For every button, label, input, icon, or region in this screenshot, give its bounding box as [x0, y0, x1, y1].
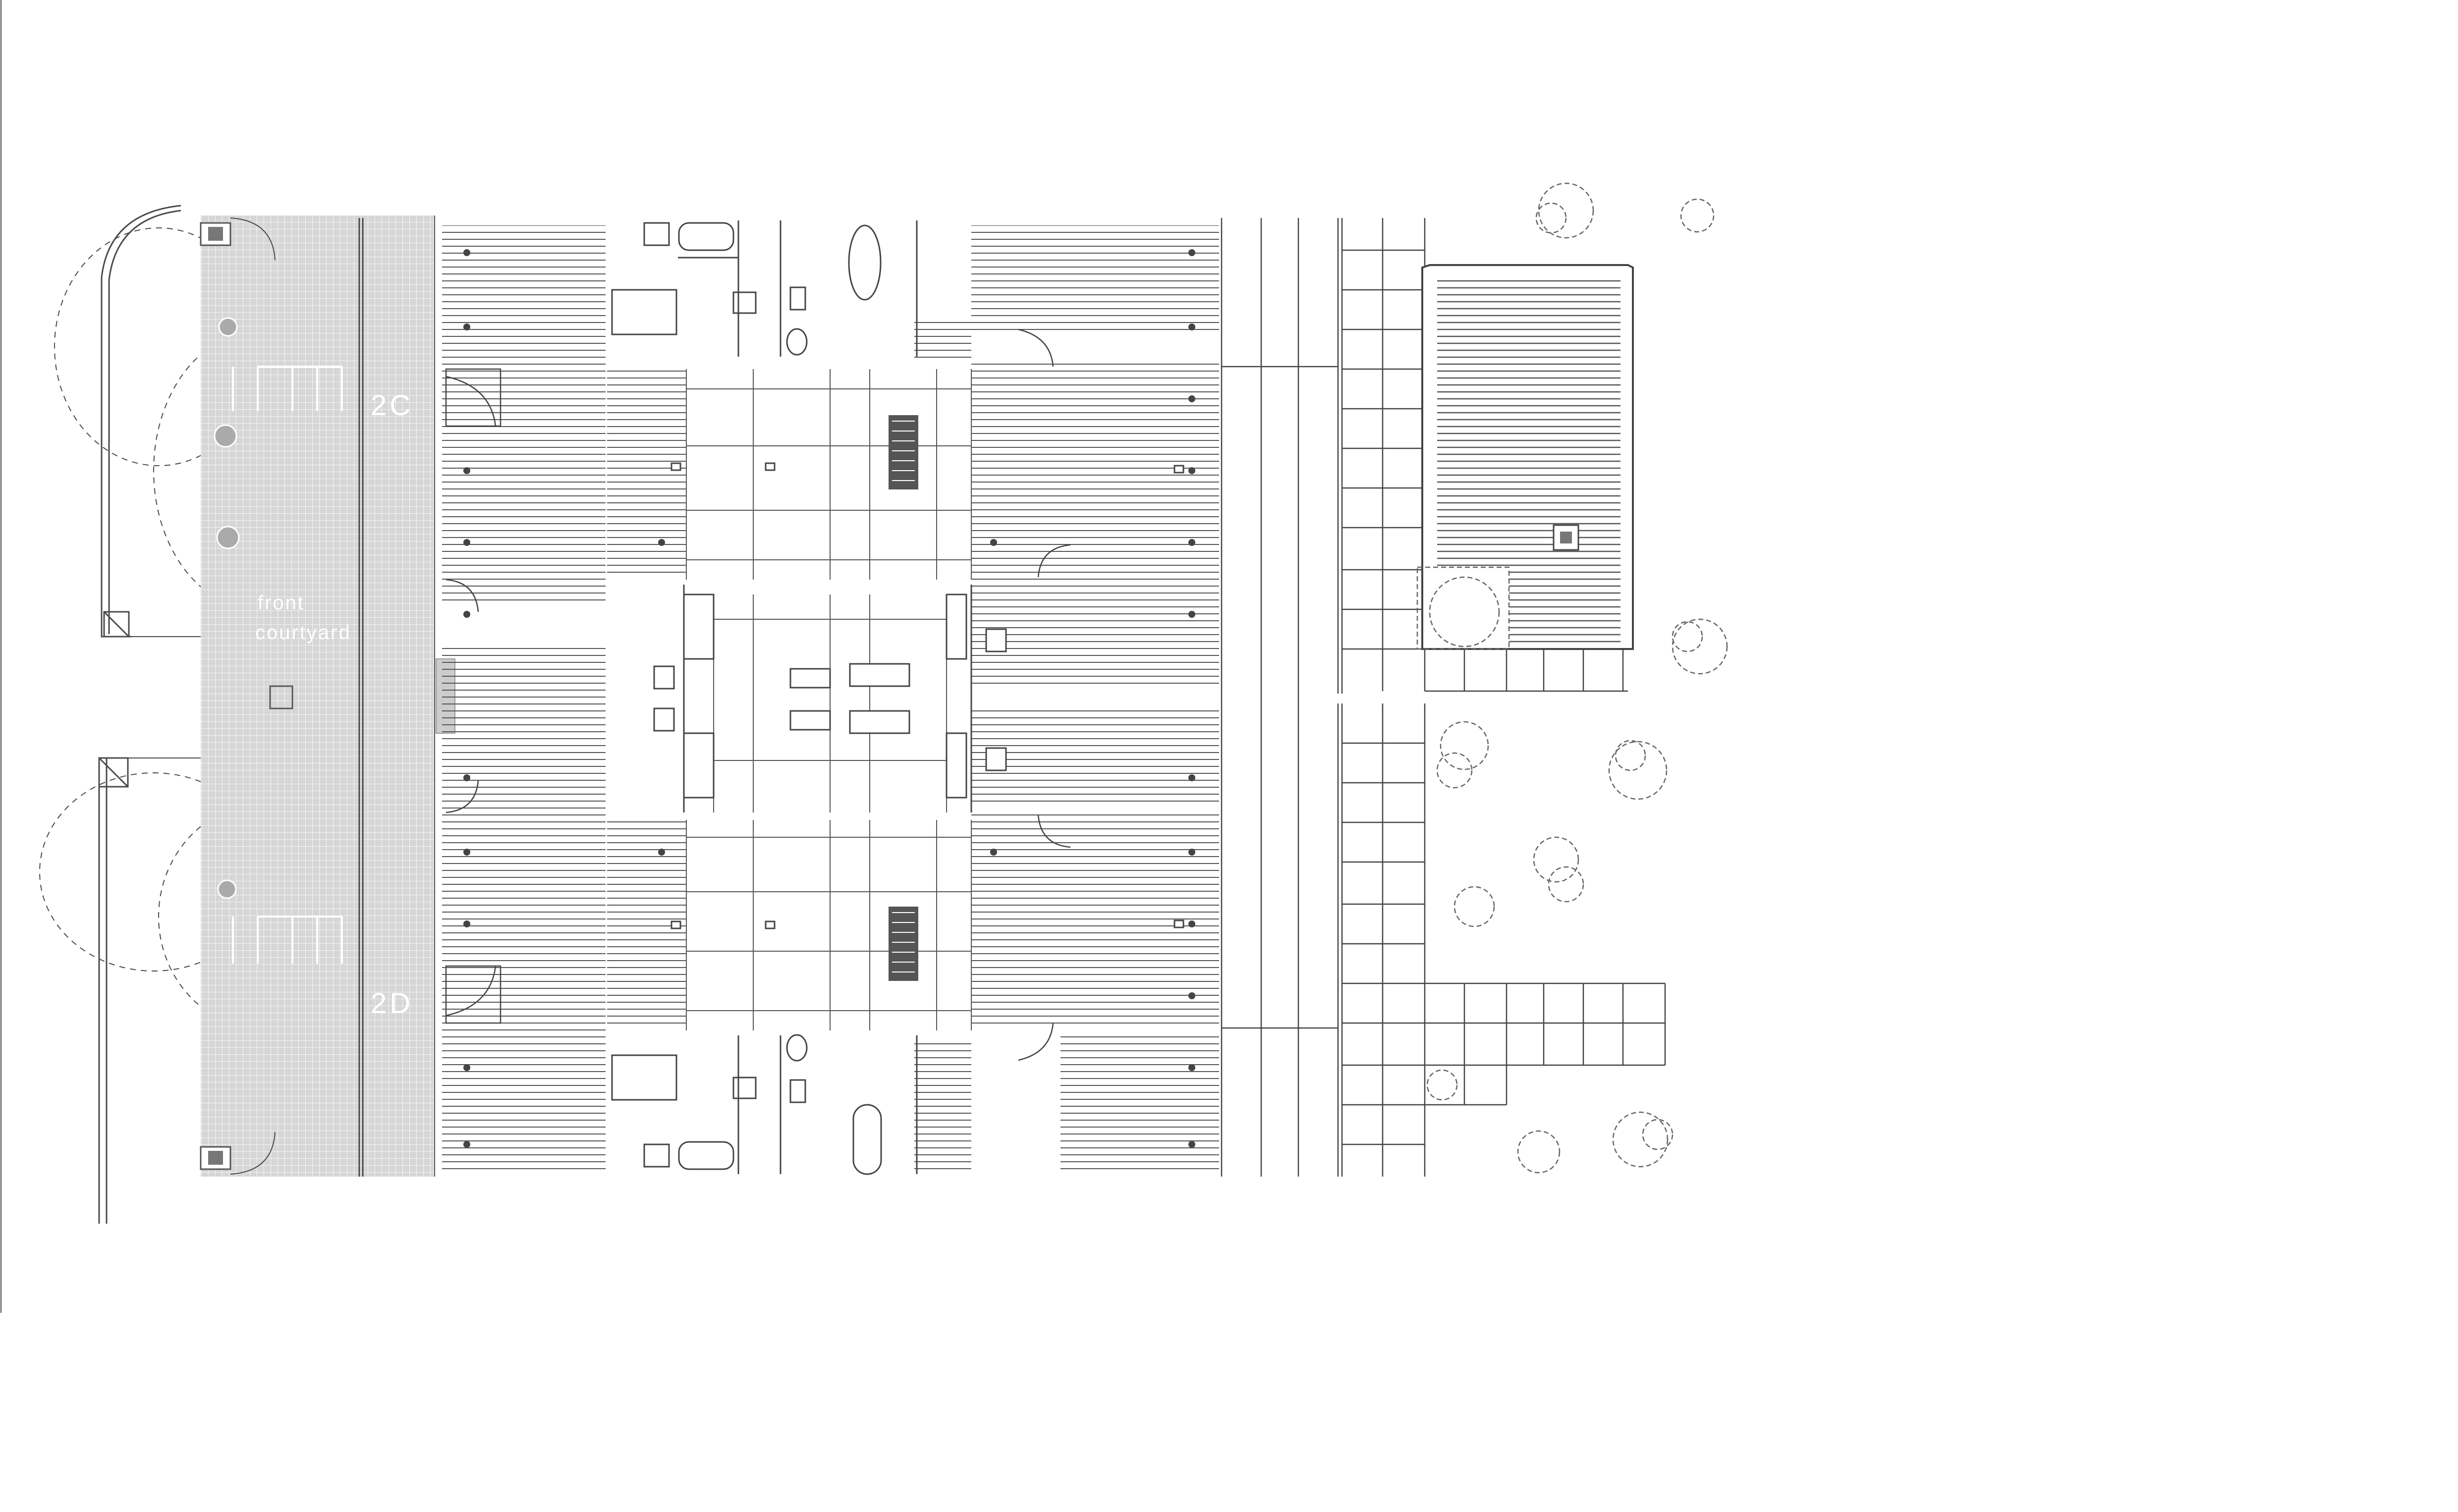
bathroom-upper	[611, 220, 918, 357]
central-grid-upper	[686, 369, 972, 580]
bathroom-middle	[653, 585, 1007, 812]
bathtub-icon	[848, 224, 882, 301]
kitchen-island	[683, 594, 967, 799]
central-grid-lower	[686, 820, 972, 1030]
toilet-icon	[653, 665, 675, 690]
courtyard-label-line1: front	[258, 592, 305, 614]
front-courtyard-paving	[201, 216, 434, 1177]
unit-label-upper: 2C	[371, 389, 413, 422]
pavilion-roof	[1421, 264, 1634, 650]
stair-icon	[889, 415, 918, 981]
courtyard-label-line2: courtyard	[255, 622, 351, 644]
central-grid-middle	[713, 594, 947, 812]
garden-grid	[1221, 218, 1666, 1177]
bathtub-icon	[678, 222, 734, 251]
courtyard-lights	[214, 317, 293, 899]
tree-icon	[1416, 182, 1728, 1174]
door-marker	[670, 462, 1184, 929]
decking	[442, 225, 1219, 1174]
bathtub-icon	[678, 1141, 734, 1170]
toilet-icon	[786, 1034, 808, 1062]
toilet-icon	[786, 328, 808, 356]
bathroom-lower	[611, 1034, 918, 1175]
entry-wall-lower	[98, 757, 203, 1224]
gate-frames	[232, 366, 343, 964]
sink-icon	[732, 1077, 757, 1099]
spot-lights	[463, 249, 1195, 1148]
toilet-icon	[653, 707, 675, 732]
bathtub-icon	[852, 1104, 882, 1175]
toilet-icon	[985, 628, 1007, 652]
unit-label-lower: 2D	[371, 987, 413, 1020]
door-swing-icon	[445, 328, 1071, 1061]
entry-wall-upper	[101, 205, 203, 638]
sink-icon	[732, 291, 757, 314]
entry-stool-icon	[200, 217, 276, 1175]
toilet-icon	[985, 747, 1007, 771]
